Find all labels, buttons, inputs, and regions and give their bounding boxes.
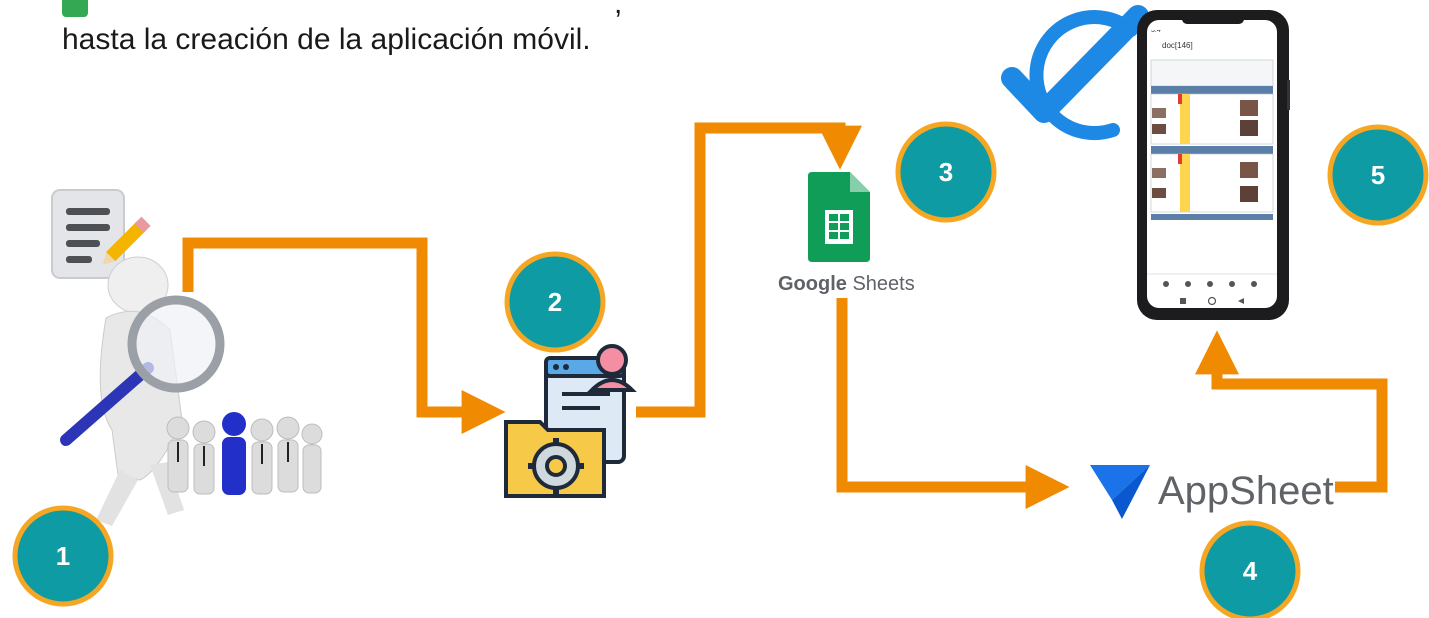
- step-number-1: 1: [56, 541, 70, 571]
- connector-arrows: [182, 122, 1388, 509]
- step-badge-4: 4: [1199, 520, 1301, 618]
- team-icon: [166, 412, 323, 495]
- svg-text:3:4: 3:4: [1151, 27, 1161, 34]
- intro-line-1-end: ,: [614, 0, 623, 20]
- arrow-2-to-3: [636, 122, 862, 418]
- folder-gear-icon: [504, 344, 637, 498]
- step-number-3: 3: [939, 157, 953, 187]
- appsheet-logo-icon: [1090, 465, 1150, 519]
- step-badge-3: 3: [895, 121, 997, 223]
- step-badge-1: 1: [12, 505, 114, 607]
- step-number-2: 2: [548, 287, 562, 317]
- checkmark-icon: [1001, 5, 1149, 141]
- step-number-5: 5: [1371, 160, 1385, 190]
- sheets-mini-icon: [62, 0, 88, 17]
- magnifier-person-icon: [60, 256, 225, 526]
- google-sheets-icon: [808, 172, 870, 262]
- arrow-4-to-5: [1195, 330, 1388, 493]
- step-badge-5: 5: [1327, 124, 1429, 226]
- step-badge-2: 2: [504, 251, 606, 353]
- intro-line-1: ,: [62, 0, 622, 22]
- google-sheets-label: Google Sheets: [778, 273, 915, 295]
- smartphone-icon: 3:4 doc[146]: [1137, 10, 1290, 320]
- intro-line-2: hasta la creación de la aplicación móvil…: [62, 23, 591, 56]
- phone-doc-title: doc[146]: [1162, 41, 1193, 50]
- step-number-4: 4: [1243, 556, 1258, 586]
- appsheet-label: AppSheet: [1158, 469, 1334, 513]
- document-pencil-icon: [51, 189, 151, 279]
- intro-text: , hasta la creación de la aplicación móv…: [62, 0, 622, 58]
- arrow-1-to-2: [182, 237, 506, 434]
- arrow-3-to-4: [836, 298, 1070, 509]
